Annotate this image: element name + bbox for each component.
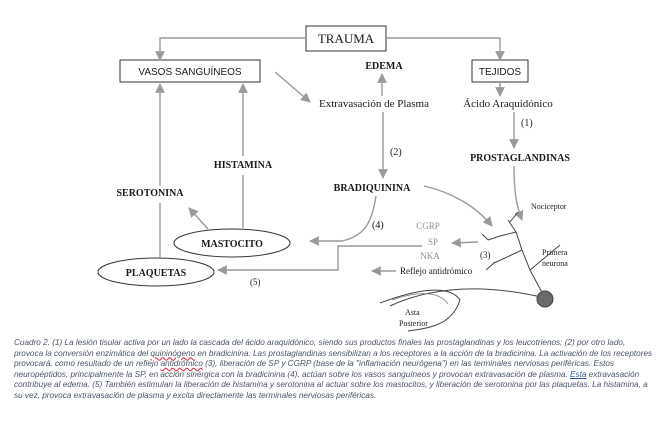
primera-label-1: Primera [542,248,568,257]
caption-word-quininogeno: quininógeno [150,348,196,358]
vasos-label: VASOS SANGUÍNEOS [138,65,242,78]
caption-word-esta: Esta [570,369,587,379]
edema-label: EDEMA [365,61,403,72]
arrow-bradiquinina-mastocito [309,195,377,246]
label-5: (5) [250,277,261,287]
histamina-label: HISTAMINA [214,160,273,171]
arrow-trauma-vasos [155,37,306,61]
neuron-soma [536,290,554,308]
figure-caption: Cuadro 2. (1) La lesión tisular activa p… [14,338,654,402]
mastocito-label: MASTOCITO [201,239,263,250]
serotonina-label: SEROTONINA [116,188,184,199]
arrow-vasos-extravasacion [274,71,311,103]
label-1: (1) [521,118,533,129]
acido-label: Ácido Araquidónico [463,98,553,110]
asta-label-1: Asta [405,308,420,317]
arrow-trauma-tejidos [386,37,505,61]
trauma-label: TRAUMA [318,31,375,46]
arrow-bradiquinina-nociceptor [423,185,493,227]
caption-word-antidromico: antidrómico [160,359,203,369]
arrow-mastocito-serotonina [188,207,209,230]
mastocito-ellipse [173,228,291,258]
arrow-neuron-sp [451,237,479,248]
reflejo-label: Reflejo antidrómico [400,266,473,276]
caption-part-2: en bradicinina. Las prostaglandinas sens… [14,348,653,369]
dorsal-horn [379,289,461,332]
nociceptor-label: Nociceptor [531,202,567,211]
extravasacion-label: Extravasación de Plasma [319,98,429,110]
arrow-prostaglandinas-nociceptor [513,165,524,221]
label-3: (3) [480,250,491,260]
cgrp-label: CGRP [416,221,440,231]
primera-label-2: neurona [542,259,568,268]
caption-part-1: Cuadro 2. (1) La lesión tisular activa p… [14,338,626,358]
caption-part-4: extravasación contribuye al edema. (5) T… [14,369,648,400]
arrow-neuropeptides-plaquetas [217,245,422,275]
bradiquinina-label: BRADIQUININA [334,183,411,194]
asta-label-2: Posterior [399,319,428,328]
sp-label: SP [428,237,438,247]
tejidos-label: TEJIDOS [479,67,522,78]
caption-part-3: (3), liberación de SP y CGRP (base de la… [14,359,615,379]
plaquetas-label: PLAQUETAS [126,268,187,279]
first-neuron [389,211,561,307]
vasos-box [119,59,261,83]
label-4: (4) [372,220,384,231]
label-2: (2) [390,147,402,158]
dorsal-horn-inner [391,293,449,305]
plaquetas-ellipse [97,257,215,287]
nka-label: NKA [420,251,440,261]
prostaglandinas-label: PROSTAGLANDINAS [470,153,570,164]
